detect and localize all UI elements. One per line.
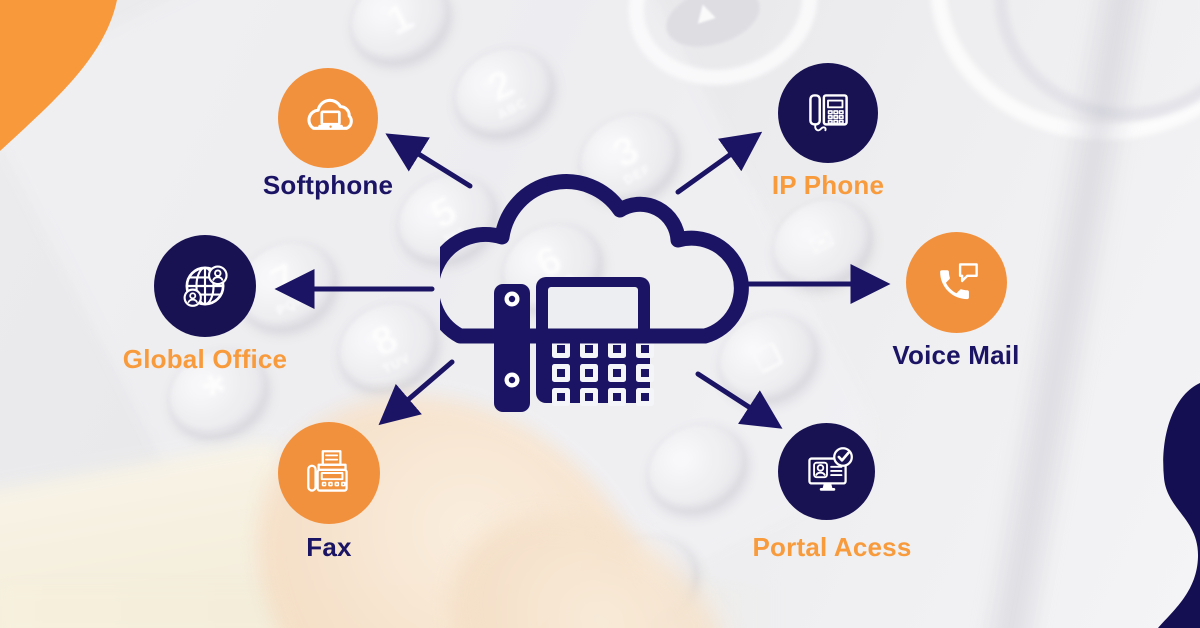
portal-check-icon [807,446,853,491]
portal-access-label: Portal Acess [752,532,912,562]
ip-phone-circle [778,63,878,163]
portal-access-circle [778,423,875,520]
navy-corner-blob [1158,383,1200,628]
global-office-circle [154,235,256,337]
fax-circle [278,422,380,524]
cloud-outline [440,174,749,344]
global-office-label: Global Office [122,344,288,374]
key-digit: 1 [380,0,420,44]
orange-corner-blob [0,0,117,151]
fax-phone-body [494,277,654,412]
ip-phone-label: IP Phone [771,170,885,200]
envelope-icon: ✉ [803,222,841,264]
desk-phone-icon [809,94,848,132]
voice-mail-circle [906,232,1007,333]
fax-machine-icon [307,450,348,492]
phone-message-icon [939,262,978,299]
cloud-laptop-icon [307,98,353,130]
softphone-label: Softphone [262,170,394,200]
softphone-circle [278,68,378,168]
globe-users-icon [183,265,228,307]
voice-mail-label: Voice Mail [892,340,1020,370]
cloud-phone-system-icon [440,174,749,412]
fax-label: Fax [306,532,352,562]
